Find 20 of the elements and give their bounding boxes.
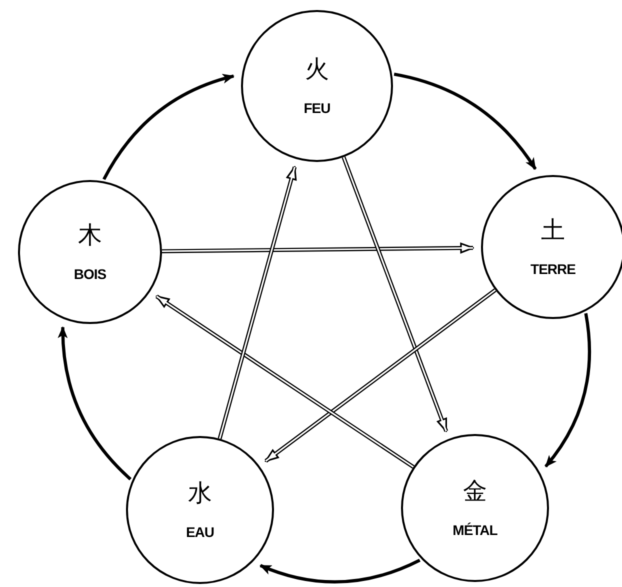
element-name: BOIS xyxy=(74,266,106,282)
element-name: MÉTAL xyxy=(452,522,498,538)
element-name: TERRE xyxy=(530,261,576,278)
double-line-arrow xyxy=(264,288,496,463)
curved-arrow xyxy=(58,326,132,480)
curved-arrow xyxy=(394,72,537,170)
double-line-arrow xyxy=(342,156,448,432)
chinese-character: 木 xyxy=(78,222,102,248)
curved-arrow xyxy=(544,313,592,468)
element-name: FEU xyxy=(304,100,330,116)
double-line-arrow xyxy=(156,294,414,469)
chinese-character: 火 xyxy=(305,56,329,82)
chinese-character: 水 xyxy=(188,480,212,506)
chinese-character: 土 xyxy=(541,216,565,244)
double-line-arrow xyxy=(218,166,297,440)
element-name: EAU xyxy=(186,524,214,540)
curved-arrow xyxy=(259,558,420,584)
chinese-character: 金 xyxy=(463,478,487,504)
curved-arrow xyxy=(102,74,235,180)
double-line-arrow xyxy=(162,242,474,254)
